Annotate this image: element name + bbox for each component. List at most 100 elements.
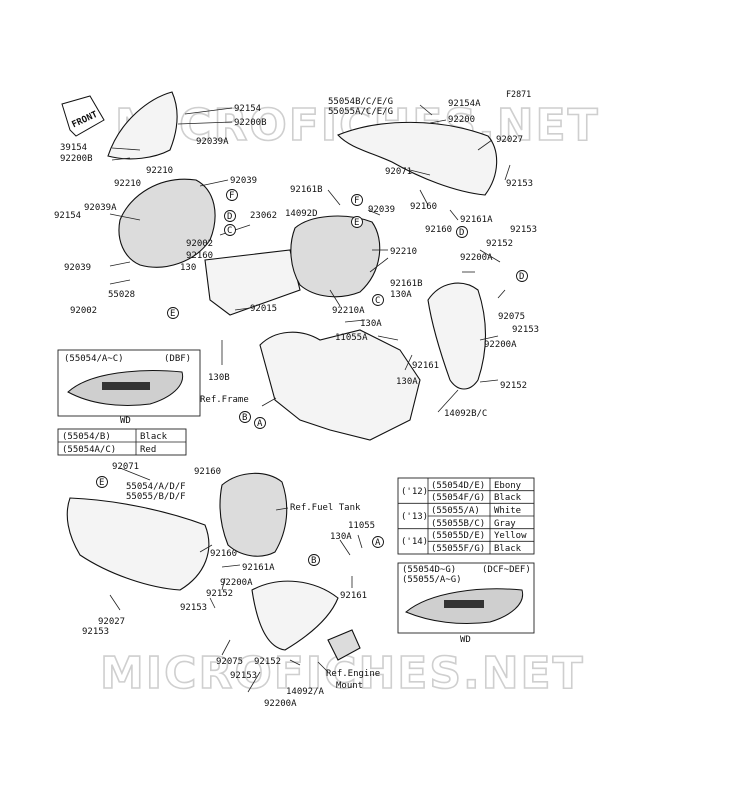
lower-cowl-left: [66, 497, 210, 591]
callout-e-2: E: [351, 216, 363, 228]
label-92161b: 92161B: [390, 279, 423, 289]
label-92154: 92154: [54, 211, 81, 221]
svg-text:('12): ('12): [401, 487, 428, 497]
svg-text:Gray: Gray: [494, 519, 516, 529]
label-130a: 130A: [396, 377, 418, 387]
label-92015: 92015: [250, 304, 277, 314]
svg-text:Yellow: Yellow: [494, 531, 527, 541]
label-92039: 92039: [230, 176, 257, 186]
svg-text:(55054D/E): (55054D/E): [431, 481, 485, 491]
cowling-stay: [290, 215, 381, 298]
label-92039a: 92039A: [196, 137, 229, 147]
label-92200a: 92200A: [460, 253, 493, 263]
label-92160: 92160: [410, 202, 437, 212]
svg-text:D: D: [459, 228, 464, 238]
svg-text:Ebony: Ebony: [494, 481, 522, 491]
callout-c-2: C: [372, 294, 384, 306]
callout-f-2: F: [351, 194, 363, 206]
inset-dbf-variant: (DBF): [164, 354, 191, 364]
inset-dcf-variant: (DCF~DEF): [482, 565, 531, 575]
label-92210a: 92210A: [332, 306, 365, 316]
callout-b-1: B: [239, 411, 251, 423]
svg-text:(55055D/E): (55055D/E): [431, 531, 485, 541]
label-130b: 130B: [208, 373, 230, 383]
label-14092d: 14092D: [285, 209, 318, 219]
inner-cowl-left: [118, 178, 216, 268]
svg-text:('14): ('14): [401, 537, 428, 547]
label-92200a: 92200A: [264, 699, 297, 709]
under-cowl: [251, 580, 339, 651]
label-11055a: 11055A: [335, 333, 368, 343]
svg-text:D: D: [519, 272, 524, 282]
svg-text:A: A: [375, 538, 381, 548]
svg-text:F: F: [229, 191, 234, 201]
label-92161a: 92161A: [242, 563, 275, 573]
label-92027: 92027: [98, 617, 125, 627]
label-92071: 92071: [385, 167, 412, 177]
svg-text:('13): ('13): [401, 512, 428, 522]
label-92210: 92210: [146, 166, 173, 176]
label-92039a: 92039A: [84, 203, 117, 213]
svg-text:F: F: [354, 196, 359, 206]
label-130a: 130A: [330, 532, 352, 542]
label-92200: 92200: [448, 115, 475, 125]
label-92161a: 92161A: [460, 215, 493, 225]
color-table-b: ('12) (55054D/E) Ebony (55054F/G) Black …: [397, 477, 535, 555]
label-92071: 92071: [112, 462, 139, 472]
figure-code: F2871: [506, 89, 531, 99]
label-92160: 92160: [186, 251, 213, 261]
label-55054adf: 55054/A/D/F: [126, 482, 186, 492]
callout-b-2: B: [308, 554, 320, 566]
callout-f-1: F: [226, 189, 238, 201]
callout-a-1: A: [254, 417, 266, 429]
callout-d-2: D: [456, 226, 468, 238]
tank-cover: [219, 472, 288, 557]
label-92153: 92153: [82, 627, 109, 637]
svg-text:(55055B/C): (55055B/C): [431, 519, 485, 529]
svg-text:(55055F/G): (55055F/G): [431, 544, 485, 554]
svg-text:C: C: [375, 296, 380, 306]
windshield: [107, 91, 178, 160]
callout-a-2: A: [372, 536, 384, 548]
label-92160: 92160: [425, 225, 452, 235]
label-130a: 130A: [390, 290, 412, 300]
svg-text:(55054F/G): (55054F/G): [431, 493, 485, 503]
label-92200b: 92200B: [60, 154, 93, 164]
label-92210: 92210: [114, 179, 141, 189]
label-92200a: 92200A: [484, 340, 517, 350]
inset-dbf-code: (55054/A~C): [64, 354, 124, 364]
label-92200a: 92200A: [220, 578, 253, 588]
label-92153: 92153: [510, 225, 537, 235]
label-14092bc: 14092B/C: [444, 409, 487, 419]
meter-bracket: [204, 249, 301, 316]
ref-frame: Ref.Frame: [200, 395, 249, 405]
svg-text:White: White: [494, 506, 521, 516]
color-table-a: (55054/B) Black (55054A/C) Red: [57, 428, 187, 456]
label-92154: 92154: [234, 104, 261, 114]
svg-text:E: E: [170, 309, 175, 319]
svg-text:Black: Black: [494, 544, 522, 554]
label-92027: 92027: [496, 135, 523, 145]
label-92153: 92153: [230, 671, 257, 681]
svg-text:(55054/B): (55054/B): [62, 432, 111, 442]
label-92210: 92210: [390, 247, 417, 257]
label-92075: 92075: [216, 657, 243, 667]
svg-text:D: D: [227, 212, 232, 222]
svg-text:(55055/A): (55055/A): [431, 506, 480, 516]
label-92075: 92075: [498, 312, 525, 322]
label-11055: 11055: [348, 521, 375, 531]
inset-dcf-code-2: (55055/A~G): [402, 575, 462, 585]
label-92002: 92002: [186, 239, 213, 249]
label-14092a: 14092/A: [286, 687, 325, 697]
svg-text:C: C: [227, 226, 232, 236]
label-92152: 92152: [486, 239, 513, 249]
inset-dcf-label: WD: [460, 635, 471, 645]
label-55055a: 55055A/C/E/G: [328, 107, 393, 117]
label-92161b: 92161B: [290, 185, 323, 195]
inset-dbf-label: WD: [120, 416, 131, 426]
callout-e-3: E: [96, 476, 108, 488]
label-92152: 92152: [254, 657, 281, 667]
ref-engine: Ref.Engine: [326, 669, 380, 679]
